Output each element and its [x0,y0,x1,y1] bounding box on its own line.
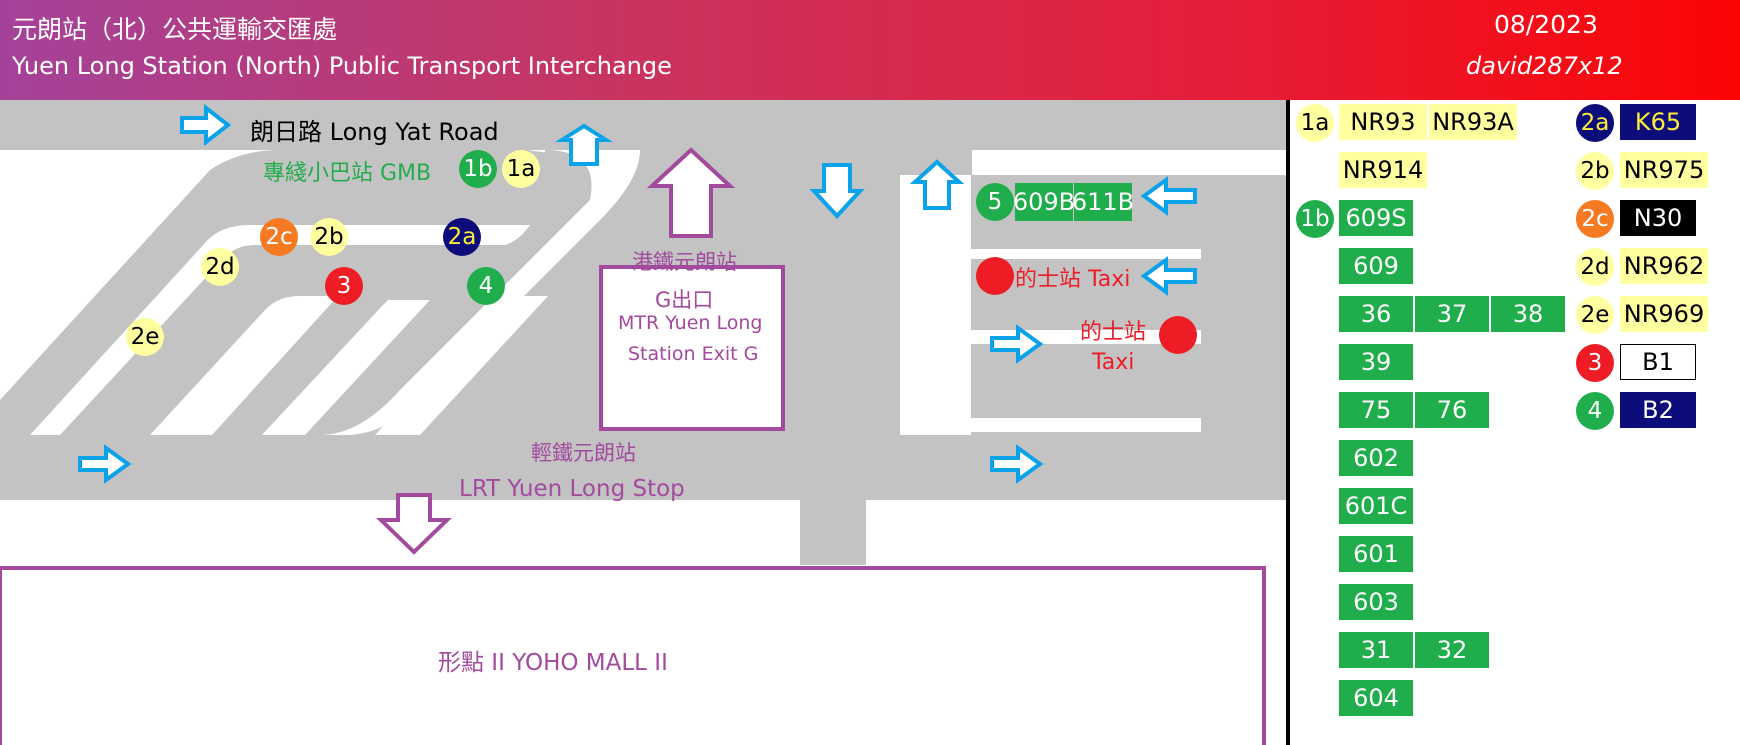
stop-2b-marker: 2b [310,218,348,256]
legend-stop-2e: 2e [1576,296,1614,334]
legend-stop-2d: 2d [1576,248,1614,286]
stop-5-marker: 5 [976,183,1014,221]
route-b1: B1 [1620,344,1696,380]
stop-2a-marker: 2a [443,218,481,256]
lrt-zh: 輕鐵元朗站 [531,441,636,465]
legend-stop-1b: 1b [1296,200,1334,238]
taxi-1-label: 的士站 Taxi [1015,267,1131,292]
stop-1b-marker: 1b [459,150,497,188]
arrow-east-1 [180,103,232,147]
route-31: 31 [1339,632,1413,668]
road-label: 朗日路 Long Yat Road [250,118,499,146]
taxi-2-zh: 的士站 [1080,320,1147,345]
mtr-zh-1: 港鐵元朗站 [632,250,737,274]
route-76: 76 [1415,392,1489,428]
route-nr975: NR975 [1620,152,1708,188]
title-zh: 元朗站（北）公共運輸交匯處 [12,15,338,44]
legend-stop-2c: 2c [1576,200,1614,238]
legend-stop-4: 4 [1576,392,1614,430]
route-nr914: NR914 [1339,152,1427,188]
taxi-1-marker [976,257,1014,295]
date: 08/2023 [1494,10,1598,39]
mall-label: 形點 II YOHO MALL II [438,650,668,676]
legend-stop-2a: 2a [1576,104,1614,142]
route-601: 601 [1339,536,1413,572]
route-609s: 609S [1339,200,1413,236]
lrt-en: LRT Yuen Long Stop [459,476,685,502]
route-36: 36 [1339,296,1413,332]
route-604: 604 [1339,680,1413,716]
road-network [0,100,1286,745]
route-n30: N30 [1620,200,1696,236]
route-601c: 601C [1339,488,1413,524]
route-nr969: NR969 [1620,296,1708,332]
route-32: 32 [1415,632,1489,668]
route-b2: B2 [1620,392,1696,428]
header-banner: 元朗站（北）公共運輸交匯處 Yuen Long Station (North) … [0,0,1740,100]
stop-2c-marker: 2c [260,218,298,256]
stop-5-route-2: 611B [1072,183,1134,221]
route-nr962: NR962 [1620,248,1708,284]
route-609: 609 [1339,248,1413,284]
stop-3-marker: 3 [325,267,363,305]
route-38: 38 [1491,296,1565,332]
divider [1286,100,1290,745]
route-legend: 1a NR93 NR93A NR914 1b 609S 609 36 37 38… [1290,100,1740,745]
stop-5-route-1: 609B [1013,183,1075,221]
route-nr93: NR93 [1339,104,1427,140]
route-k65: K65 [1620,104,1696,140]
gmb-label: 專綫小巴站 GMB [263,161,432,186]
stop-4-marker: 4 [467,267,505,305]
stop-1a-marker: 1a [502,150,540,188]
mtr-zh-2: G出口 [655,288,714,312]
route-39: 39 [1339,344,1413,380]
author: david287x12 [1466,52,1623,80]
map-area: 朗日路 Long Yat Road 專綫小巴站 GMB 港鐵元朗站 G出口 MT… [0,100,1286,745]
mtr-en-2: Station Exit G [628,343,759,365]
taxi-2-marker [1159,316,1197,354]
stop-2e-marker: 2e [126,318,164,356]
legend-stop-3: 3 [1576,344,1614,382]
legend-stop-2b: 2b [1576,152,1614,190]
route-37: 37 [1415,296,1489,332]
mtr-en-1: MTR Yuen Long [618,312,763,334]
route-75: 75 [1339,392,1413,428]
taxi-2-en: Taxi [1092,350,1135,375]
route-603: 603 [1339,584,1413,620]
legend-stop-1a: 1a [1296,104,1334,142]
title-en: Yuen Long Station (North) Public Transpo… [12,52,672,80]
route-602: 602 [1339,440,1413,476]
stop-2d-marker: 2d [201,248,239,286]
route-nr93a: NR93A [1429,104,1517,140]
